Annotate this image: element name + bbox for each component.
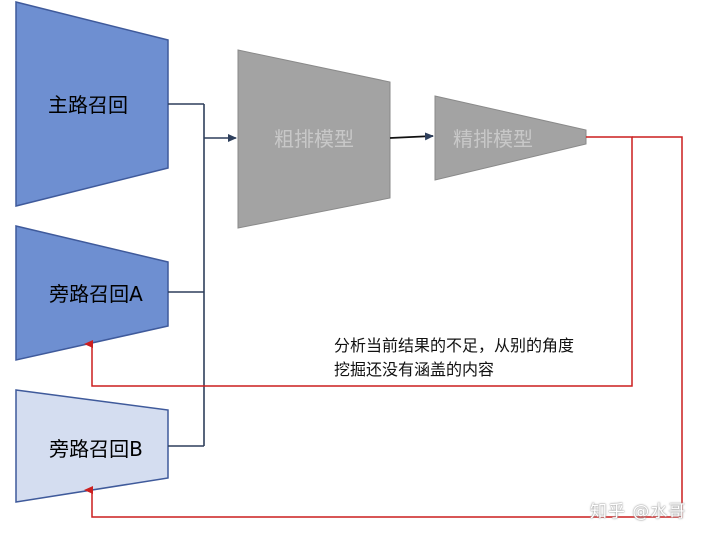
feedback-note: 分析当前结果的不足，从别的角度 挖掘还没有涵盖的内容: [334, 334, 574, 382]
feedback-note-line1: 分析当前结果的不足，从别的角度: [334, 336, 575, 355]
coarse-rank-node: [237, 49, 391, 229]
fine-rank-label: 精排模型: [453, 127, 533, 151]
feedback-arrow-a: [84, 136, 633, 387]
side-recall-b-label: 旁路召回B: [49, 437, 143, 461]
main-recall-node: [15, 1, 169, 207]
side-recall-b-node: [15, 389, 169, 503]
fine-rank-node: [434, 95, 587, 181]
main-recall-label: 主路召回: [48, 93, 128, 117]
side-recall-a-label: 旁路召回A: [49, 282, 143, 306]
feedback-note-line2: 挖掘还没有涵盖的内容: [334, 360, 495, 379]
merge-connectors: [168, 103, 205, 447]
side-recall-a-node: [15, 225, 169, 361]
watermark: 知乎 @水哥: [590, 502, 687, 522]
arrow-coarse-to-fine: [389, 132, 434, 141]
feedback-arrow-b: [84, 136, 683, 518]
coarse-rank-label: 粗排模型: [274, 127, 354, 151]
